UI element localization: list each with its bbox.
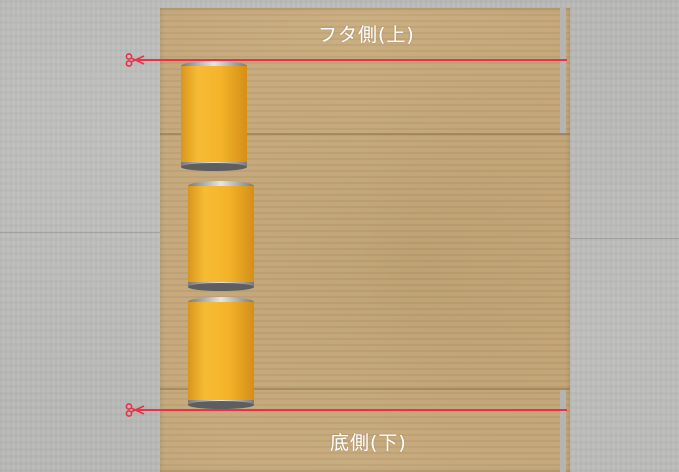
flap-notch xyxy=(560,390,566,472)
cut-line-top xyxy=(135,59,567,61)
fold-line-bottom xyxy=(160,388,570,390)
floor-tile-seam xyxy=(570,238,679,239)
floor-tile-seam xyxy=(0,232,160,233)
can xyxy=(188,181,254,291)
can xyxy=(188,297,254,409)
label-lid-side-top: フタ側(上) xyxy=(318,24,415,46)
flap-notch xyxy=(560,8,566,133)
can xyxy=(181,61,247,171)
cut-line-bottom xyxy=(135,409,567,411)
fold-line-top xyxy=(160,133,570,135)
scissors-icon xyxy=(125,53,145,67)
scissors-icon xyxy=(125,403,145,417)
label-bottom-side: 底側(下) xyxy=(330,432,407,454)
